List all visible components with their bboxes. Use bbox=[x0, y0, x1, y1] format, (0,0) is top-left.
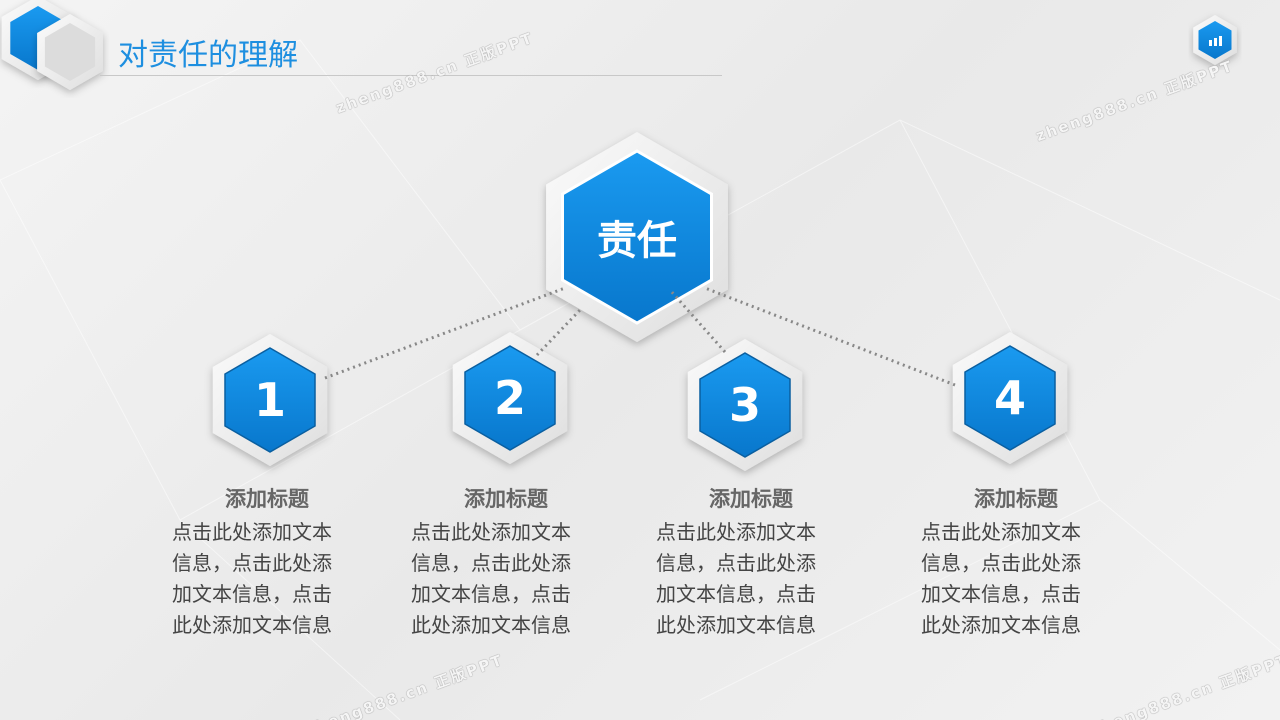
connector-4 bbox=[704, 286, 956, 387]
item-body: 点击此处添加文本信息，点击此处添加文本信息，点击此处添加文本信息 bbox=[411, 520, 571, 637]
chart-icon-bar bbox=[1219, 36, 1222, 46]
item-body: 点击此处添加文本信息，点击此处添加文本信息，点击此处添加文本信息 bbox=[921, 520, 1081, 637]
center-hex bbox=[561, 149, 713, 325]
center-hex-label: 责任 bbox=[597, 218, 677, 264]
connector-3 bbox=[668, 289, 727, 353]
chart-icon-bar bbox=[1214, 38, 1217, 46]
connector-lines bbox=[324, 286, 956, 387]
chart-icon-bar bbox=[1209, 40, 1212, 46]
item-heading: 添加标题 bbox=[709, 487, 793, 511]
hex-number-1: 1 bbox=[253, 373, 287, 427]
title-divider bbox=[100, 75, 722, 76]
background-polygons bbox=[0, 39, 1280, 720]
item-heading: 添加标题 bbox=[464, 487, 548, 511]
header-hex-inner-gray bbox=[44, 23, 96, 81]
item-card-2: 添加标题 点击此处添加文本信息，点击此处添加文本信息，点击此处添加文本信息 bbox=[411, 483, 601, 641]
item-card-3: 添加标题 点击此处添加文本信息，点击此处添加文本信息，点击此处添加文本信息 bbox=[656, 483, 846, 641]
hex-number-3: 3 bbox=[728, 378, 762, 432]
item-card-4: 添加标题 点击此处添加文本信息，点击此处添加文本信息，点击此处添加文本信息 bbox=[921, 483, 1111, 641]
hex-number-4: 4 bbox=[993, 371, 1027, 425]
connector-2 bbox=[535, 308, 582, 357]
item-body: 点击此处添加文本信息，点击此处添加文本信息，点击此处添加文本信息 bbox=[656, 520, 816, 637]
item-hex-4 bbox=[964, 345, 1056, 451]
item-hex-2 bbox=[464, 345, 556, 451]
item-body: 点击此处添加文本信息，点击此处添加文本信息，点击此处添加文本信息 bbox=[172, 520, 332, 637]
item-hex-3 bbox=[699, 352, 791, 458]
item-heading: 添加标题 bbox=[974, 487, 1058, 511]
item-hex-1 bbox=[224, 347, 316, 453]
item-heading: 添加标题 bbox=[225, 487, 309, 511]
connector-1 bbox=[324, 286, 566, 380]
item-card-1: 添加标题 点击此处添加文本信息，点击此处添加文本信息，点击此处添加文本信息 bbox=[172, 483, 362, 641]
page-title: 对责任的理解 bbox=[118, 38, 298, 73]
hex-number-2: 2 bbox=[493, 371, 527, 425]
